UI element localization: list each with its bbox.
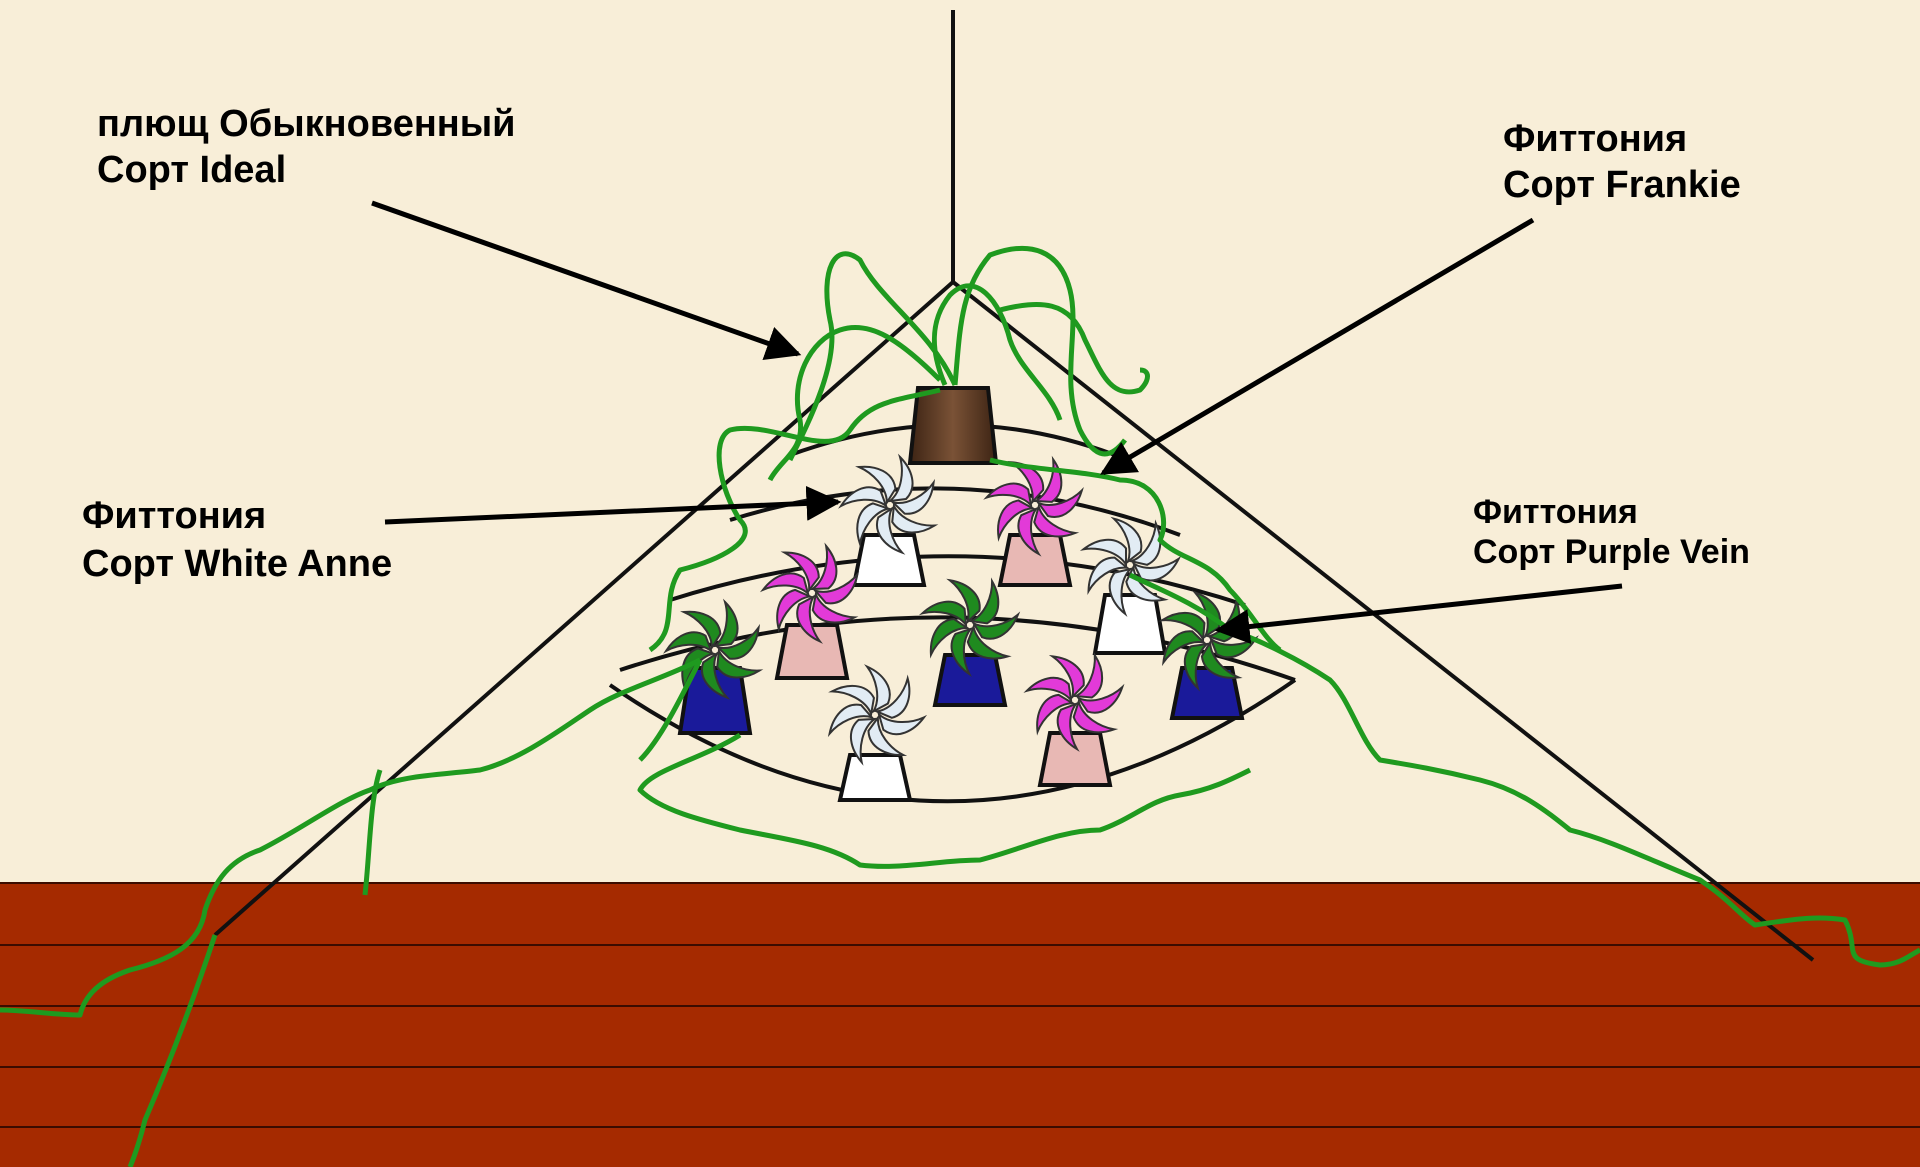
label-purple-vein-line1: Фиттония bbox=[1473, 493, 1638, 531]
top-pot bbox=[910, 388, 996, 463]
label-frankie: Фиттония Сорт Frankie bbox=[1503, 118, 1741, 206]
label-purple-vein: Фиттония Сорт Purple Vein bbox=[1473, 493, 1750, 571]
label-ivy-line1: плющ Обыкновенный bbox=[97, 103, 516, 145]
label-white-anne-line1: Фиттония bbox=[82, 495, 266, 537]
pot-pink-3 bbox=[1040, 733, 1110, 785]
pot-blue-1 bbox=[935, 655, 1005, 705]
arrow-frankie bbox=[1103, 220, 1533, 473]
plant-white-1 bbox=[838, 457, 941, 558]
label-frankie-line2: Сорт Frankie bbox=[1503, 164, 1741, 206]
label-white-anne: Фиттония Сорт White Anne bbox=[82, 495, 392, 585]
leader-arrows bbox=[372, 203, 1622, 630]
label-ivy-line2: Сорт Ideal bbox=[97, 149, 286, 191]
label-ivy: плющ Обыкновенный Сорт Ideal bbox=[97, 103, 516, 191]
arrow-ivy bbox=[372, 203, 798, 354]
floor bbox=[0, 883, 1920, 1167]
label-white-anne-line2: Сорт White Anne bbox=[82, 543, 392, 585]
plants bbox=[663, 454, 1259, 764]
pot-white-2 bbox=[1095, 595, 1165, 653]
arrow-purple-vein bbox=[1218, 586, 1622, 630]
pot-pink-1 bbox=[1000, 535, 1070, 585]
arrow-white-anne bbox=[385, 502, 838, 522]
label-purple-vein-line2: Сорт Purple Vein bbox=[1473, 533, 1750, 571]
pot-white-3 bbox=[840, 755, 910, 800]
label-frankie-line1: Фиттония bbox=[1503, 118, 1687, 160]
